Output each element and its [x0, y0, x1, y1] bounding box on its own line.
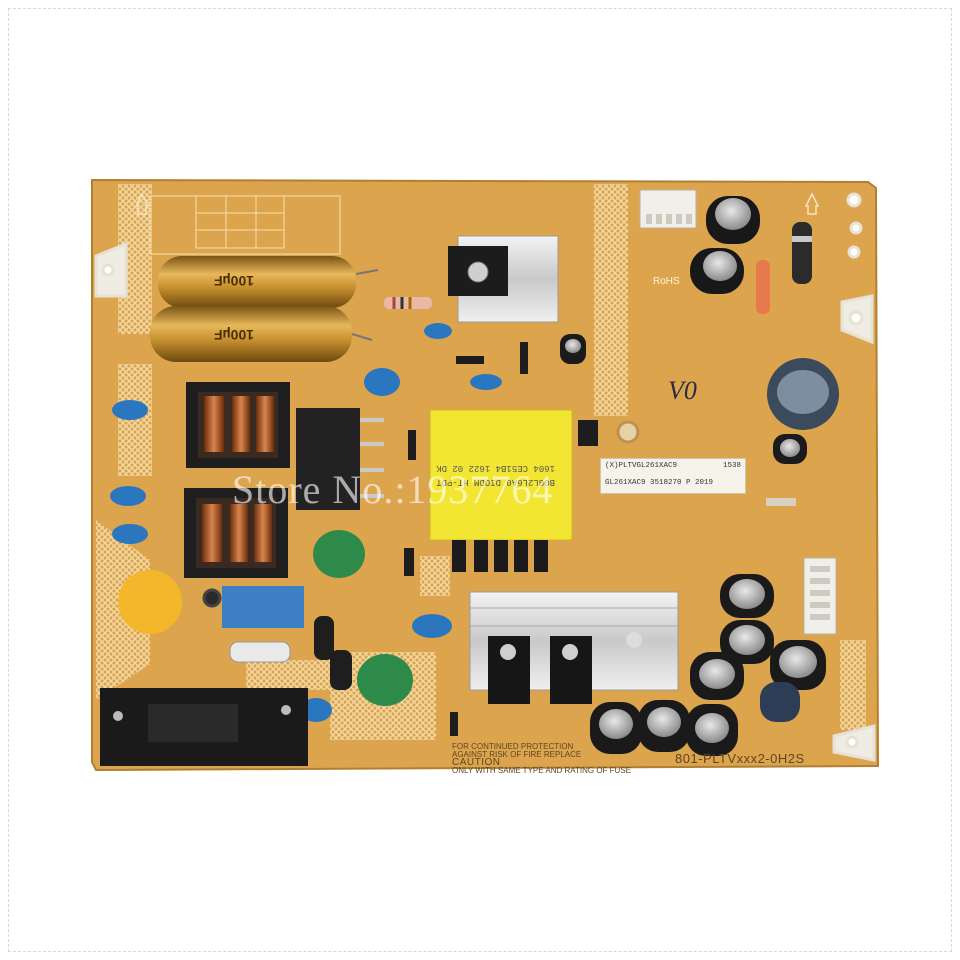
frame-border: [8, 8, 952, 952]
caution-line-4: ONLY WITH SAME TYPE AND RATING OF FUSE: [452, 766, 631, 775]
svg-text:100µF: 100µF: [214, 273, 254, 289]
sticker-line1-left: (X)PLTVGL261XAC9: [605, 462, 678, 470]
rohs-mark: RoHS: [653, 276, 680, 287]
caution-line-1: CAUTION: [452, 757, 501, 768]
board-label-sticker: (X)PLTVGL261XAC9 1538 GL261XAC9 3518270 …: [600, 458, 746, 494]
store-watermark: Store No.:1937764: [232, 467, 554, 512]
sticker-line2: GL261XAC9 3518270 P 2019: [605, 479, 714, 487]
caution-line-2: FOR CONTINUED PROTECTION: [452, 742, 574, 751]
caution-line-3: AGAINST RISK OF FIRE REPLACE: [452, 750, 582, 759]
svg-text:1604 CE51B4 1622 02 DK: 1604 CE51B4 1622 02 DK: [436, 463, 555, 473]
handwritten-mark: V0: [668, 376, 697, 405]
board-part-number: 801-PLTVxxx2-0H2S: [675, 751, 805, 766]
svg-text:BOGL2L6A0 DIODM HT-PDT: BOGL2L6A0 DIODM HT-PDT: [436, 477, 555, 487]
svg-text:100µF: 100µF: [214, 327, 254, 343]
sticker-line1-right: 1538: [722, 462, 741, 470]
caution-text: FOR CONTINUED PROTECTION AGAINST RISK OF…: [452, 743, 631, 775]
